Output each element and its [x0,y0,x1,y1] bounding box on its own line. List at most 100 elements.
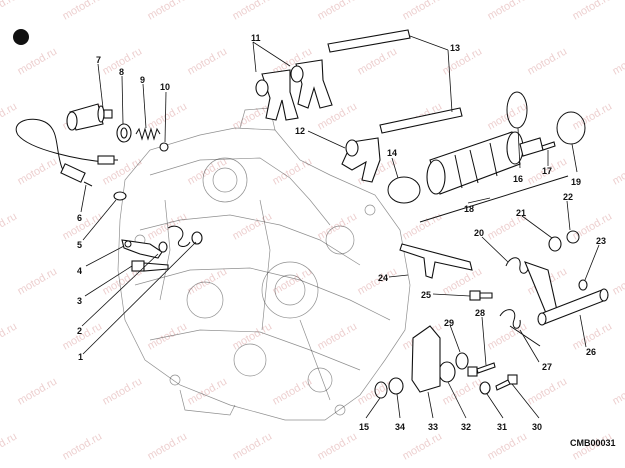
watermark-text: motod.ru [271,265,315,297]
part-label: 17 [542,166,552,176]
watermark-text: motod.ru [401,210,445,242]
watermark-text: motod.ru [231,430,275,462]
ring-19-part [556,111,586,145]
bolt-28-part [467,362,496,377]
watermark-text: motod.ru [486,0,530,23]
watermark-text: motod.ru [611,155,625,187]
circlip-22-part [566,230,580,244]
part-label: 4 [77,266,82,276]
part-label: 5 [77,240,82,250]
watermark-text: motod.ru [101,375,145,407]
watermark-text: motod.ru [486,320,530,352]
circlip-15-part [374,381,388,399]
watermark-text: motod.ru [0,320,19,352]
part-label: 29 [444,318,454,328]
washer-32-part [438,361,456,383]
part-label: 12 [295,126,305,136]
watermark-text: motod.ru [401,430,445,462]
watermark-text: motod.ru [486,430,530,462]
sensor-cable-part [15,118,118,187]
stopper-spring-part [167,225,191,247]
stopper-plate-33-part [411,325,441,393]
ball-10-part [159,142,169,152]
part-label: 11 [251,33,261,43]
watermark-text: motod.ru [16,45,60,77]
washer-23-part [578,279,588,291]
watermark-text: motod.ru [401,0,445,23]
bolt-3-part [131,260,169,272]
watermark-text: motod.ru [61,210,105,242]
watermark-text: motod.ru [146,210,190,242]
pin-17-part [541,141,556,151]
part-label: 34 [395,422,405,432]
watermark-text: motod.ru [611,375,625,407]
part-label: 13 [450,43,460,53]
section-marker-icon [13,29,29,45]
part-label: 33 [428,422,438,432]
spring-9-part [135,127,161,141]
watermark-text: motod.ru [316,0,360,23]
watermark-text: motod.ru [271,155,315,187]
watermark-text: motod.ru [146,430,190,462]
watermark-text: motod.ru [571,0,615,23]
diagram-code: CMB00031 [570,438,616,448]
return-spring-27-part [499,309,521,329]
shift-fork-11-part [255,59,333,121]
watermark-text: motod.ru [441,45,485,77]
bolt-30-part [495,374,518,391]
circlip-14-part [387,176,421,204]
watermark-text: motod.ru [146,0,190,23]
part-label: 19 [571,177,581,187]
spacer-2-part [158,241,168,253]
shift-shaft-26-part [524,261,609,326]
spring-20-part [505,257,529,274]
part-label: 28 [475,308,485,318]
washer-5-part [113,191,127,201]
part-label: 23 [596,236,606,246]
part-label: 32 [461,422,471,432]
part-label: 2 [77,326,82,336]
part-label: 16 [513,174,523,184]
shift-drum-18-part [426,131,544,195]
watermark-text: motod.ru [16,375,60,407]
watermark-text: motod.ru [611,265,625,297]
watermark-text: motod.ru [16,265,60,297]
part-label: 30 [532,422,542,432]
shaft-18-part [419,175,569,223]
circlip-16-part [506,91,528,129]
watermark-text: motod.ru [231,320,275,352]
washer-21-part [548,236,562,252]
watermark-text: motod.ru [186,375,230,407]
watermark-text: motod.ru [186,45,230,77]
part-label: 1 [78,352,83,362]
watermark-text: motod.ru [611,45,625,77]
watermark-text: motod.ru [571,210,615,242]
part-label: 31 [497,422,507,432]
watermark-text: motod.ru [186,265,230,297]
washer-31-part [479,381,491,395]
part-label: 22 [563,192,573,202]
leader-lines [80,35,600,419]
watermark-text: motod.ru [356,45,400,77]
part-label: 14 [387,148,397,158]
guide-24-part [399,243,473,279]
neutral-switch-part [66,103,113,131]
part-label: 3 [77,296,82,306]
watermark-text: motod.ru [316,320,360,352]
watermark-text: motod.ru [61,0,105,23]
part-number-labels: 7 8 9 10 11 12 13 14 15 16 17 18 19 20 2… [77,33,606,432]
part-label: 10 [160,82,170,92]
watermark-text: motod.ru [0,0,19,23]
part-label: 9 [140,75,145,85]
watermark-text: motod.ru [0,210,19,242]
shift-fork-12-part [341,137,381,183]
part-label: 6 [77,213,82,223]
watermark-text: motod.ru [0,430,19,462]
part-label: 15 [359,422,369,432]
watermark-text: motod.ru [146,100,190,132]
watermark-text: motod.ru [231,0,275,23]
watermark-text: motod.ru [61,430,105,462]
washer-34-part [388,377,404,395]
